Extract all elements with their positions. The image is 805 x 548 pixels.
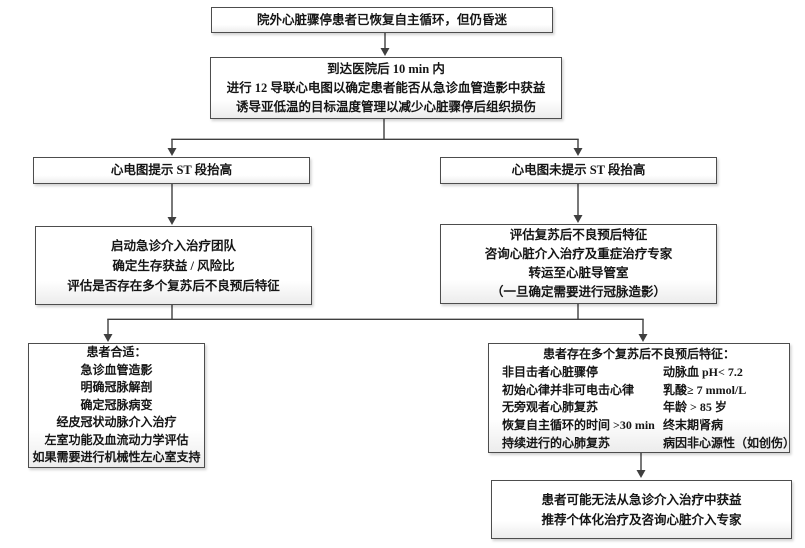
node-text-line: 转运至心脏导管室 — [528, 266, 629, 280]
node-text-line: 确定生存获益 / 风险比 — [112, 258, 235, 273]
feature-cell: 动脉血 pH< 7.2 — [663, 364, 743, 379]
node-text-line: 院外心脏骤停患者已恢复自主循环，但仍昏迷 — [256, 12, 507, 27]
node-text-line: 到达医院后 10 min 内 — [327, 61, 445, 76]
unfavorable-feature-table: 非目击者心脏骤停 动脉血 pH< 7.2 初始心律并非可电击心律 乳酸≥ 7 m… — [489, 364, 795, 453]
node-text-line: 咨询心脏介入治疗及重症治疗专家 — [484, 247, 673, 261]
node-ecg-no-st-elevation: 心电图未提示 ST 段抬高 — [440, 157, 717, 184]
node-text-line: 患者可能无法从急诊介入治疗中获益 — [541, 492, 742, 507]
feature-cell: 年龄 > 85 岁 — [663, 400, 727, 415]
table-row: 无旁观者心肺复苏 年龄 > 85 岁 — [502, 399, 783, 417]
node-text-line: 确定冠脉病变 — [80, 397, 153, 412]
connector-ste-to-team — [167, 184, 177, 225]
table-row: 非目击者心脏骤停 动脉血 pH< 7.2 — [502, 364, 783, 382]
feature-cell: 终末期肾病 — [663, 418, 724, 433]
node-hospital-arrival: 到达医院后 10 min 内 进行 12 导联心电图以确定患者能否从急诊血管造影… — [210, 57, 562, 119]
node-text-line: 评估是否存在多个复苏后不良预后特征 — [67, 278, 280, 293]
node-text-line: （一旦确定需要进行冠脉造影） — [490, 285, 666, 299]
node-text-line: 进行 12 导联心电图以确定患者能否从急诊血管造影中获益 — [226, 80, 546, 95]
feature-cell: 非目击者心脏骤停 — [502, 364, 599, 379]
feature-cell: 病因非心源性（如创伤） — [663, 435, 796, 450]
node-text-line: 左室功能及血流动力学评估 — [44, 432, 189, 447]
arrowhead — [103, 334, 113, 342]
arrowhead — [380, 48, 390, 56]
node-no-benefit: 患者可能无法从急诊介入治疗中获益 推荐个体化治疗及咨询心脏介入专家 — [491, 480, 792, 539]
connector-unfavorable-to-nobenefit — [636, 453, 646, 478]
node-text-line: 启动急诊介入治疗团队 — [110, 238, 236, 253]
arrowhead — [573, 148, 583, 156]
feature-cell: 无旁观者心肺复苏 — [502, 400, 599, 415]
connector-arrival-split — [167, 118, 583, 156]
arrowhead — [167, 148, 177, 156]
node-assess-prognosis: 评估复苏后不良预后特征 咨询心脏介入治疗及重症治疗专家 转运至心脏导管室 （一旦… — [440, 224, 717, 304]
node-text-line: 心电图提示 ST 段抬高 — [110, 163, 233, 177]
arrowhead — [573, 215, 583, 223]
node-text-line: 推荐个体化治疗及咨询心脏介入专家 — [541, 512, 742, 527]
arrowhead — [638, 334, 648, 342]
arrowhead — [636, 470, 646, 478]
node-ecg-st-elevation: 心电图提示 ST 段抬高 — [33, 157, 310, 184]
node-text-line: 经皮冠状动脉介入治疗 — [56, 415, 177, 430]
unfavorable-title: 患者存在多个复苏后不良预后特征： — [542, 347, 735, 361]
node-text-line: 评估复苏后不良预后特征 — [509, 228, 648, 242]
table-row: 初始心律并非可电击心律 乳酸≥ 7 mmol/L — [502, 382, 783, 400]
table-row: 持续进行的心肺复苏 病因非心源性（如创伤） — [502, 435, 795, 453]
node-text-line: 心电图未提示 ST 段抬高 — [511, 163, 646, 177]
arrowhead — [167, 217, 177, 225]
feature-cell: 持续进行的心肺复苏 — [502, 435, 611, 450]
feature-cell: 初始心律并非可电击心律 — [502, 382, 635, 397]
node-rosc-comatose: 院外心脏骤停患者已恢复自主循环，但仍昏迷 — [211, 7, 553, 33]
connector-start-to-arrival — [380, 33, 390, 56]
node-activate-intervention-team: 启动急诊介入治疗团队 确定生存获益 / 风险比 评估是否存在多个复苏后不良预后特… — [35, 226, 312, 305]
connector-noste-to-assess — [573, 184, 583, 223]
node-text-line: 明确冠脉解剖 — [80, 380, 153, 395]
table-row: 恢复自主循环的时间 >30 min 终末期肾病 — [502, 417, 783, 435]
node-unfavorable-features: 患者存在多个复苏后不良预后特征： 非目击者心脏骤停 动脉血 pH< 7.2 初始… — [488, 343, 795, 453]
node-text-line: 诱导亚低温的目标温度管理以减少心脏骤停后组织损伤 — [235, 99, 536, 114]
node-text-line: 急诊血管造影 — [80, 362, 153, 377]
feature-cell: 恢复自主循环的时间 >30 min — [502, 418, 655, 433]
node-text-line: 如果需要进行机械性左心室支持 — [32, 450, 201, 465]
node-text-line: 患者合适： — [86, 344, 147, 359]
node-patient-suitable: 患者合适： 急诊血管造影 明确冠脉解剖 确定冠脉病变 经皮冠状动脉介入治疗 左室… — [28, 343, 205, 468]
connector-shared-rail — [103, 304, 648, 342]
feature-cell: 乳酸≥ 7 mmol/L — [663, 382, 747, 397]
